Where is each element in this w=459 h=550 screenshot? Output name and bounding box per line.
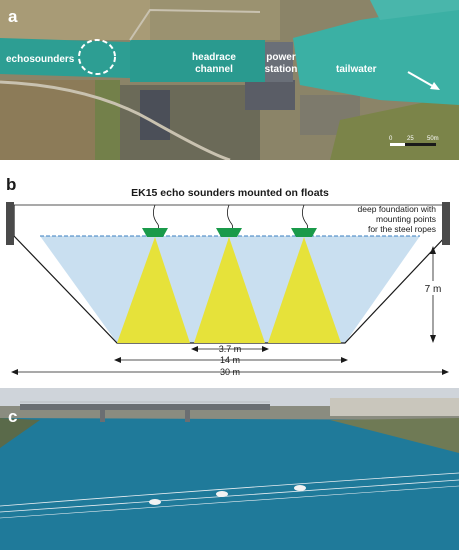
field-top-center xyxy=(150,0,280,40)
bottom-width-label: 14 m xyxy=(220,355,240,365)
building-roof xyxy=(140,90,170,140)
panel-c-river-photo: c xyxy=(0,388,459,550)
label-echosounders: echosounders xyxy=(6,54,75,65)
top-arrow-right xyxy=(442,369,449,375)
panel-label-a: a xyxy=(8,7,18,26)
scale-bar xyxy=(390,143,436,146)
cable-2 xyxy=(227,204,233,233)
grass-strip xyxy=(95,80,120,160)
spacing-label: 3.7 m xyxy=(219,344,242,354)
scale-tick-25: 25 xyxy=(407,136,414,142)
spacing-arrow-right xyxy=(262,346,269,352)
bridge-deck xyxy=(20,404,270,410)
steel-rope-2 xyxy=(0,479,459,513)
sonar-beam-3 xyxy=(268,237,341,343)
aerial-photo: 0 25 50m a echosounders headrace channel… xyxy=(0,0,459,160)
foundation-right xyxy=(442,202,450,245)
spacing-arrow-left xyxy=(191,346,198,352)
distant-building xyxy=(330,398,459,416)
top-arrow-left xyxy=(11,369,18,375)
float-2 xyxy=(216,491,228,497)
flow-arrow-head xyxy=(430,82,440,90)
panel-label-c: c xyxy=(8,407,17,426)
scale-tick-50: 50m xyxy=(427,136,439,142)
power-station-building xyxy=(265,42,293,82)
float-3 xyxy=(294,485,306,491)
annotation-line-1: deep foundation with xyxy=(358,204,437,214)
top-width-label: 30 m xyxy=(220,367,240,377)
label-tailwater: tailwater xyxy=(336,64,377,75)
field-top-left xyxy=(0,0,150,40)
panel-a-aerial-photo: 0 25 50m a echosounders headrace channel… xyxy=(0,0,459,160)
steel-rope-3 xyxy=(0,485,459,519)
float-1 xyxy=(149,499,161,505)
river-upper xyxy=(370,0,459,20)
float-sounder-1 xyxy=(142,228,168,237)
cable-3 xyxy=(302,204,308,233)
steel-rope-1 xyxy=(0,472,459,507)
label-station: station xyxy=(265,64,298,75)
label-channel: channel xyxy=(195,64,233,75)
station-roof xyxy=(245,80,295,110)
cable-1 xyxy=(153,204,159,233)
scale-tick-0: 0 xyxy=(389,136,393,142)
tailwater-river xyxy=(293,5,459,105)
flow-arrow-line xyxy=(407,71,437,89)
sonar-beam-2 xyxy=(194,237,265,343)
bottom-arrow-left xyxy=(114,357,121,363)
bridge-pillar-1 xyxy=(100,410,105,422)
headrace-channel-water xyxy=(130,40,265,82)
foundation-left xyxy=(6,202,14,245)
river-water xyxy=(0,418,459,550)
annotation-line-2: mounting points xyxy=(376,214,436,224)
annotation-line-3: for the steel ropes xyxy=(368,224,436,234)
left-bank xyxy=(0,418,40,448)
panel-b-cross-section: b EK15 echo sounders mounted on floats d… xyxy=(0,170,459,382)
depth-label: 7 m xyxy=(425,284,442,295)
bottom-arrow-right xyxy=(341,357,348,363)
label-headrace: headrace xyxy=(192,52,236,63)
depth-arrow-bottom xyxy=(430,335,436,343)
scale-bar-segment xyxy=(390,143,405,146)
diagram-title: EK15 echo sounders mounted on floats xyxy=(131,187,329,199)
label-power: power xyxy=(266,52,296,63)
road-top xyxy=(129,8,261,41)
cross-section-diagram: b EK15 echo sounders mounted on floats d… xyxy=(6,175,450,377)
float-sounder-3 xyxy=(291,228,317,237)
sonar-beam-1 xyxy=(117,237,190,343)
road xyxy=(0,80,231,160)
echosounder-location-circle xyxy=(78,39,116,75)
depth-label-bg xyxy=(421,281,445,295)
float-sounder-2 xyxy=(216,228,242,237)
bridge-pillar-2 xyxy=(185,410,190,422)
channel-water-left xyxy=(0,38,130,78)
right-bank xyxy=(330,418,459,453)
depth-arrow-top xyxy=(430,246,436,254)
panel-label-b: b xyxy=(6,175,16,194)
river-photo: c xyxy=(0,388,459,550)
